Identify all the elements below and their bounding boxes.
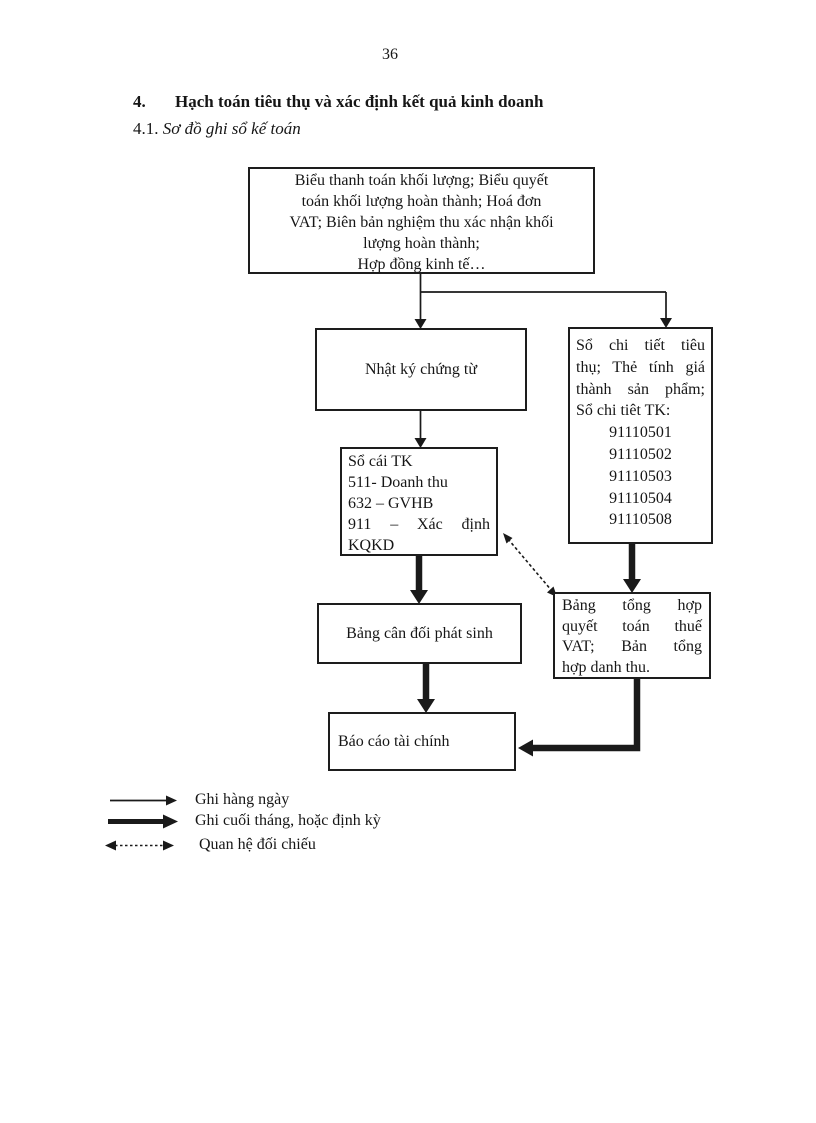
arrow-ledger-to-balance bbox=[410, 555, 428, 604]
box-journal-voucher: Nhật ký chứng từ bbox=[315, 328, 527, 411]
text-line: hợp danh thu. bbox=[562, 658, 651, 676]
legend-daily-label: Ghi hàng ngày bbox=[195, 791, 290, 808]
box-vat-summary: Bảng tổng hợp quyết toán thuế VAT; Bản t… bbox=[553, 592, 711, 679]
text-line: Bảng tổng hợp bbox=[562, 597, 702, 614]
section-heading: 4. Hạch toán tiêu thụ và xác định kết quả… bbox=[133, 92, 543, 112]
daily-write-arrow-icon bbox=[110, 795, 177, 806]
text-line: quyết toán thuế bbox=[562, 617, 702, 635]
account-number: 91110504 bbox=[609, 489, 672, 507]
text-line: Sổ chi tiêt TK: bbox=[576, 402, 671, 420]
text-line: lượng hoàn thành; bbox=[363, 235, 480, 252]
subheading-number: 4.1. bbox=[133, 119, 159, 138]
text-line: toán khối lượng hoàn thành; Hoá đơn bbox=[301, 193, 542, 210]
account-number: 91110503 bbox=[609, 467, 672, 485]
arrow-balance-to-report bbox=[417, 663, 435, 713]
account-number: 91110508 bbox=[609, 511, 672, 529]
text-line: 911 – Xác định bbox=[348, 516, 490, 533]
reconcile-arrow-icon bbox=[105, 840, 174, 851]
box-trial-balance: Bảng cân đối phát sinh bbox=[317, 603, 522, 664]
legend-periodic-label: Ghi cuối tháng, hoặc định kỳ bbox=[195, 812, 381, 829]
box-source-documents: Biểu thanh toán khối lượng; Biểu quyết t… bbox=[248, 167, 595, 274]
text-line: Bảng cân đối phát sinh bbox=[346, 625, 493, 642]
subsection-heading: 4.1. Sơ đồ ghi sổ kế toán bbox=[133, 119, 301, 139]
text-line: Sổ cái TK bbox=[348, 453, 413, 470]
heading-text: Hạch toán tiêu thụ và xác định kết quả k… bbox=[175, 92, 544, 111]
text-line: thụ; Thẻ tính giá bbox=[576, 358, 705, 376]
text-line: Báo cáo tài chính bbox=[338, 733, 450, 750]
text-line: Sổ chi tiết tiêu bbox=[576, 337, 705, 354]
arrow-detail-to-summary bbox=[623, 543, 641, 593]
arrow-summary-to-report bbox=[518, 678, 641, 757]
box-financial-report: Báo cáo tài chính bbox=[328, 712, 516, 771]
periodic-write-arrow-icon bbox=[108, 814, 178, 829]
text-line: thành sản phẩm; bbox=[576, 380, 705, 398]
subheading-text: Sơ đồ ghi sổ kế toán bbox=[162, 119, 301, 138]
text-line: VAT; Bản tổng bbox=[562, 638, 702, 656]
text-line: KQKD bbox=[348, 537, 395, 554]
account-number: 91110502 bbox=[609, 445, 672, 463]
text-line: Biểu thanh toán khối lượng; Biểu quyết bbox=[294, 172, 549, 189]
heading-number: 4. bbox=[133, 92, 146, 111]
page-number: 36 bbox=[382, 46, 398, 63]
text-line: Nhật ký chứng từ bbox=[365, 361, 477, 378]
text-line: VAT; Biên bản nghiệm thu xác nhận khối bbox=[289, 214, 554, 231]
text-line: Hợp đồng kinh tế… bbox=[357, 256, 486, 273]
text-line: 511- Doanh thu bbox=[348, 474, 448, 491]
account-number: 91110501 bbox=[609, 424, 672, 442]
box-general-ledger: Sổ cái TK 511- Doanh thu 632 – GVHB 911 … bbox=[340, 447, 498, 556]
legend-reconcile-label: Quan hệ đối chiếu bbox=[199, 836, 316, 853]
text-line: 632 – GVHB bbox=[348, 495, 434, 512]
box-detail-books: Sổ chi tiết tiêu thụ; Thẻ tính giá thành… bbox=[568, 327, 713, 544]
arrow-ledger-summary-reconcile bbox=[503, 533, 557, 597]
